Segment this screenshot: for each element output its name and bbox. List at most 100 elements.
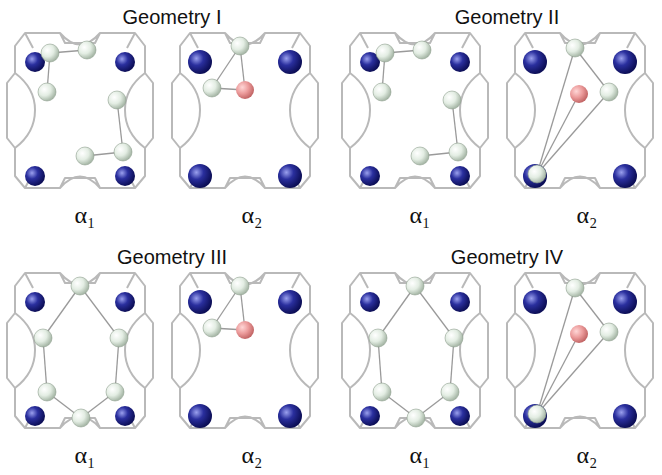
adsorbate-atom bbox=[72, 409, 90, 427]
adsorbate-atom bbox=[600, 83, 618, 101]
framework bbox=[507, 273, 653, 428]
framework bbox=[7, 33, 153, 188]
cage-label: α₁ bbox=[75, 202, 96, 228]
central-atom bbox=[236, 81, 254, 99]
cage bbox=[7, 33, 153, 188]
adsorbate-atom bbox=[406, 277, 424, 295]
cage-label: α₁ bbox=[410, 442, 431, 468]
cage-label: α₂ bbox=[242, 442, 263, 468]
adsorbate-atom bbox=[110, 329, 128, 347]
framework bbox=[7, 273, 153, 428]
cation-atom bbox=[188, 404, 212, 428]
adsorbate-atom bbox=[38, 83, 56, 101]
adsorbate-atom bbox=[600, 323, 618, 341]
cation-atom bbox=[25, 406, 45, 426]
adsorbate-atom bbox=[566, 39, 584, 57]
cage bbox=[507, 33, 653, 188]
framework bbox=[342, 273, 488, 428]
cage bbox=[172, 273, 318, 428]
bond bbox=[415, 286, 454, 338]
cation-atom bbox=[25, 166, 45, 186]
cage-label: α₁ bbox=[75, 442, 96, 468]
cation-atom bbox=[523, 50, 547, 74]
cage bbox=[342, 33, 488, 188]
bond bbox=[537, 92, 609, 174]
adsorbate-atom bbox=[38, 383, 56, 401]
cation-atom bbox=[360, 166, 380, 186]
cation-atom bbox=[613, 50, 637, 74]
cation-atom bbox=[278, 404, 302, 428]
adsorbate-atom bbox=[443, 91, 461, 109]
cation-atom bbox=[278, 164, 302, 188]
cation-atom bbox=[450, 406, 470, 426]
cation-atom bbox=[613, 164, 637, 188]
adsorbate-atom bbox=[76, 147, 94, 165]
cation-atom bbox=[523, 290, 547, 314]
adsorbate-atom bbox=[407, 409, 425, 427]
cation-atom bbox=[188, 50, 212, 74]
cation-atom bbox=[188, 290, 212, 314]
framework bbox=[342, 33, 488, 188]
bond bbox=[43, 286, 80, 338]
cation-atom bbox=[278, 50, 302, 74]
cation-atom bbox=[613, 290, 637, 314]
adsorbate-atom bbox=[108, 91, 126, 109]
cation-atom bbox=[613, 404, 637, 428]
adsorbate-atom bbox=[106, 383, 124, 401]
central-atom bbox=[570, 325, 588, 343]
adsorbate-atom bbox=[231, 37, 249, 55]
cation-atom bbox=[115, 292, 135, 312]
cage bbox=[7, 273, 153, 428]
adsorbate-atom bbox=[376, 44, 394, 62]
cation-atom bbox=[450, 52, 470, 72]
cation-atom bbox=[115, 166, 135, 186]
cage bbox=[172, 33, 318, 188]
adsorbate-atom bbox=[411, 147, 429, 165]
adsorbate-atom bbox=[114, 143, 132, 161]
panel-title: Geometry II bbox=[455, 6, 559, 28]
central-atom bbox=[570, 85, 588, 103]
framework bbox=[172, 273, 318, 428]
adsorbate-atom bbox=[528, 405, 546, 423]
cation-atom bbox=[523, 164, 547, 188]
cage bbox=[507, 273, 653, 428]
bond bbox=[80, 286, 119, 338]
cation-atom bbox=[188, 164, 212, 188]
cage-label: α₂ bbox=[577, 442, 598, 468]
cation-atom bbox=[25, 292, 45, 312]
adsorbate-atom bbox=[413, 41, 431, 59]
bond bbox=[537, 332, 609, 414]
adsorbate-atom bbox=[203, 319, 221, 337]
adsorbate-atom bbox=[369, 329, 387, 347]
bond bbox=[537, 94, 579, 174]
cage-label: α₂ bbox=[577, 202, 598, 228]
adsorbate-atom bbox=[445, 329, 463, 347]
bond bbox=[537, 334, 579, 414]
cation-atom bbox=[360, 292, 380, 312]
cation-atom bbox=[450, 292, 470, 312]
central-atom bbox=[236, 321, 254, 339]
cation-atom bbox=[115, 406, 135, 426]
panel-title: Geometry III bbox=[117, 246, 227, 268]
adsorbate-atom bbox=[78, 41, 96, 59]
adsorbate-atom bbox=[373, 83, 391, 101]
framework bbox=[507, 33, 653, 188]
adsorbate-atom bbox=[449, 143, 467, 161]
adsorbate-atom bbox=[528, 165, 546, 183]
cation-atom bbox=[115, 52, 135, 72]
adsorbate-atom bbox=[34, 329, 52, 347]
panel-title: Geometry I bbox=[123, 6, 222, 28]
bond bbox=[378, 286, 415, 338]
adsorbate-atom bbox=[203, 79, 221, 97]
adsorbate-atom bbox=[41, 44, 59, 62]
cage bbox=[342, 273, 488, 428]
panel-title: Geometry IV bbox=[451, 246, 563, 268]
cage-label: α₁ bbox=[410, 202, 431, 228]
cation-atom bbox=[360, 406, 380, 426]
adsorbate-atom bbox=[566, 279, 584, 297]
cation-atom bbox=[523, 404, 547, 428]
adsorbate-atom bbox=[231, 277, 249, 295]
cation-atom bbox=[278, 290, 302, 314]
